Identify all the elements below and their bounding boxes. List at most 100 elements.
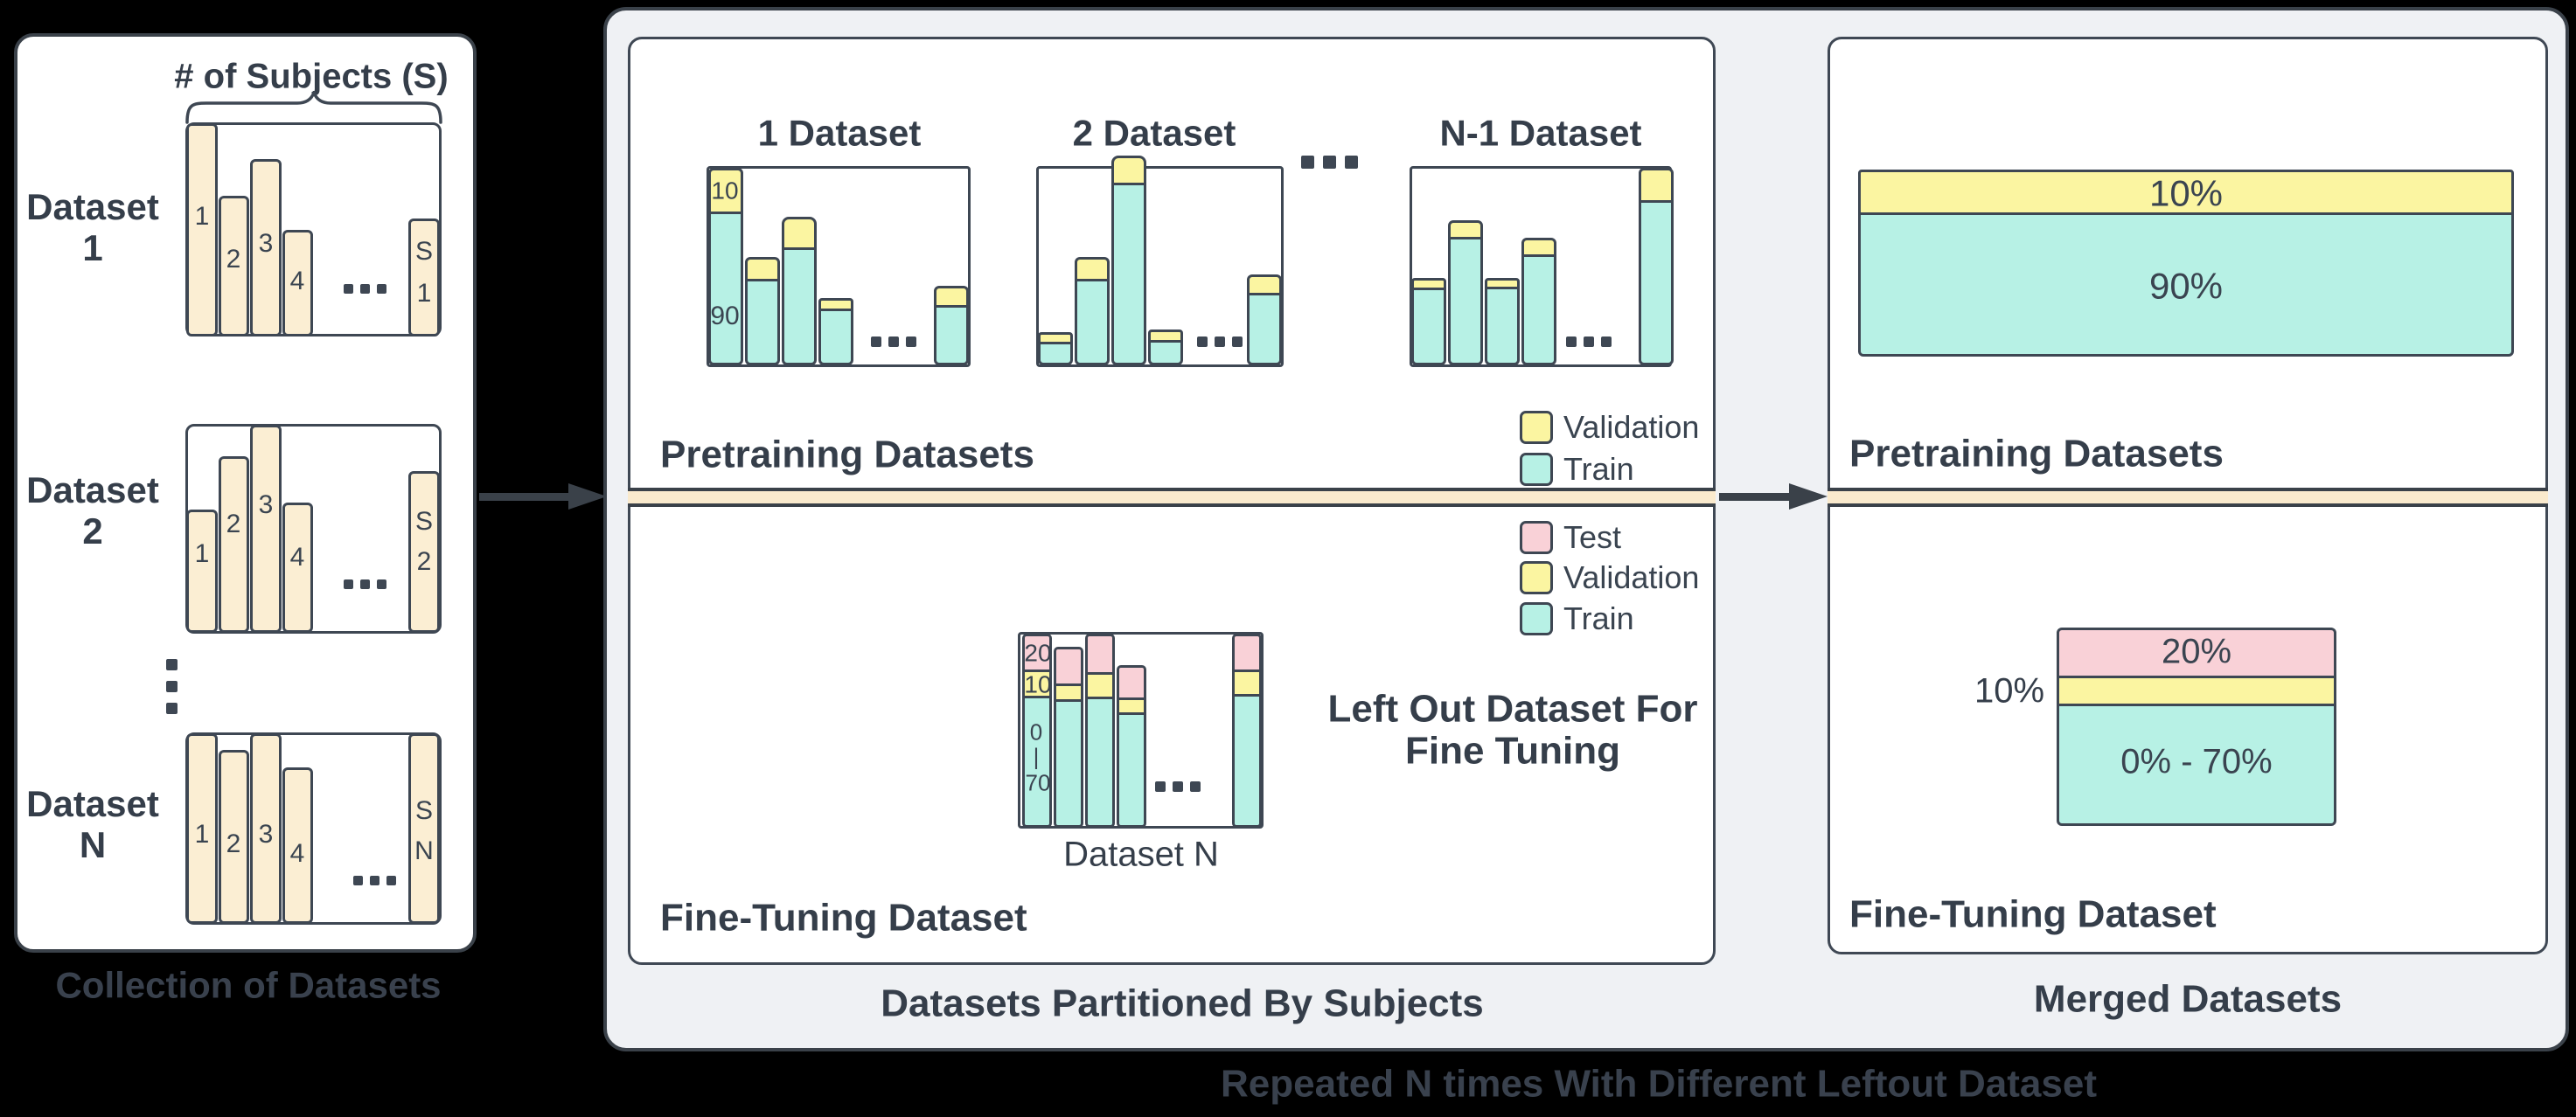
legend-label: Validation — [1563, 409, 1700, 445]
datasetN-label: Dataset N — [26, 782, 159, 865]
bar-segment — [782, 247, 817, 365]
bar-segment — [818, 309, 853, 365]
bar-label: 4 — [289, 839, 305, 869]
bar-label: | — [1033, 743, 1040, 770]
bar-segment — [219, 196, 249, 336]
train-swatch — [1520, 602, 1553, 635]
ellipsis-dot — [352, 875, 363, 885]
bar-segment — [1075, 279, 1110, 365]
ellipsis-dot — [1322, 155, 1336, 169]
bar-segment — [282, 503, 313, 633]
legend-train-finetune: Train — [1520, 600, 1634, 637]
legend-label: Train — [1563, 451, 1634, 487]
ellipsis-dot — [343, 579, 353, 589]
arrow-partition-to-merged-head — [1789, 483, 1828, 510]
ellipsis-dot — [1155, 781, 1166, 792]
bar-segment — [1054, 699, 1083, 828]
bar-segment — [408, 219, 440, 336]
bar-segment — [186, 510, 218, 633]
bar-segment — [1054, 647, 1083, 686]
finetune-chart-caption: Dataset N — [1063, 835, 1219, 874]
merged-caption: Merged Datasets — [2033, 977, 2343, 1021]
test-swatch — [1520, 521, 1553, 554]
bar-segment — [282, 767, 313, 924]
bar-segment — [1117, 712, 1146, 828]
bar-label: N — [414, 836, 434, 866]
ellipsis-dot — [1190, 781, 1201, 792]
bar-segment — [1858, 212, 2514, 357]
dataset2-label: Dataset 2 — [26, 468, 159, 552]
bar-label: 20 — [1024, 639, 1052, 667]
bar-label: 1 — [194, 820, 210, 850]
bar-label: 10 — [711, 177, 739, 205]
ellipsis-dot — [369, 875, 379, 885]
brace-icon — [185, 91, 442, 124]
train-swatch — [1520, 453, 1553, 486]
bar-segment — [1411, 288, 1446, 365]
arrow-partition-to-merged — [1719, 493, 1791, 501]
bar-label: 3 — [258, 490, 274, 520]
bar-segment — [1111, 183, 1146, 365]
merged-divider-band — [1828, 488, 2548, 507]
ellipsis-dot — [376, 283, 386, 294]
bar-segment — [745, 257, 780, 281]
bar-segment — [934, 305, 969, 365]
bar-segment — [1022, 696, 1052, 828]
bar-label: 3 — [258, 820, 274, 850]
bar-segment — [1521, 254, 1556, 365]
bar-label: 4 — [289, 267, 305, 296]
partition-divider-band — [628, 488, 1716, 507]
bar-segment — [250, 425, 282, 633]
ellipsis-dot — [1232, 336, 1243, 347]
bar-label: 3 — [258, 229, 274, 259]
bar-segment — [186, 123, 218, 336]
validation-swatch — [1520, 411, 1553, 444]
bar-label: 10% — [2148, 172, 2224, 214]
ellipsis-dot — [386, 875, 396, 885]
bar-label: 10 — [1024, 670, 1052, 698]
bar-label: 1 — [194, 202, 210, 232]
chart-title-n1-dataset: N-1 Dataset — [1439, 112, 1642, 154]
bar-segment — [1485, 287, 1520, 365]
bar-segment — [2057, 628, 2336, 678]
bar-segment — [1117, 665, 1146, 700]
legend-test-finetune: Test — [1520, 519, 1621, 556]
merged-outside-10pct-label: 10% — [1974, 671, 2045, 711]
ellipsis-dot — [376, 579, 386, 589]
bar-segment — [1085, 672, 1115, 699]
merged-pretraining-label: Pretraining Datasets — [1849, 432, 2224, 475]
validation-swatch — [1520, 561, 1553, 594]
chart-title-2-dataset: 2 Dataset — [1072, 112, 1236, 154]
bar-segment — [1232, 694, 1262, 828]
ellipsis-dot — [1173, 781, 1183, 792]
ellipsis-dot — [1300, 155, 1314, 169]
bar-segment — [250, 159, 282, 336]
bar-segment — [282, 230, 313, 336]
bar-segment — [1111, 156, 1146, 185]
bar-segment — [1085, 697, 1115, 828]
bar-segment — [1148, 340, 1183, 365]
legend-label: Validation — [1563, 559, 1700, 595]
bar-segment — [745, 279, 780, 365]
bar-label: 4 — [289, 543, 305, 572]
bar-segment — [1639, 168, 1674, 203]
ellipsis-dot — [888, 336, 899, 347]
bar-segment — [1247, 293, 1282, 365]
bar-label: 0 — [1029, 718, 1043, 746]
ellipsis-dot — [165, 658, 178, 670]
footer-caption: Repeated N times With Different Leftout … — [1221, 1062, 2097, 1106]
ellipsis-dot — [165, 680, 178, 692]
bar-segment — [408, 733, 440, 924]
legend-validation-finetune: Validation — [1520, 559, 1699, 596]
ellipsis-dot — [906, 336, 916, 347]
subjects-title: # of Subjects (S) — [174, 57, 449, 96]
bar-segment — [1038, 342, 1073, 365]
bar-label: 1 — [194, 539, 210, 569]
dataset1-label: Dataset 1 — [26, 185, 159, 268]
bar-segment — [408, 471, 440, 633]
ellipsis-dot — [871, 336, 881, 347]
bar-segment — [186, 733, 218, 924]
chart-title-1-dataset: 1 Dataset — [757, 112, 922, 154]
legend-label: Train — [1563, 600, 1634, 636]
